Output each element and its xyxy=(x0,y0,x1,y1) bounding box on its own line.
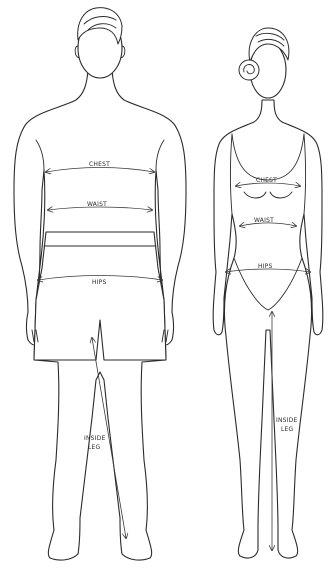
male-chest-label: CHEST xyxy=(89,161,110,168)
male-hips-label: HIPS xyxy=(92,279,107,286)
male-inside-leg-label-2: LEG xyxy=(88,444,101,451)
female-hips-label: HIPS xyxy=(258,263,273,270)
female-waist-label: WAIST xyxy=(254,217,274,224)
male-waist-label: WAIST xyxy=(87,201,107,208)
female-hair-curl xyxy=(239,60,259,80)
male-inside-leg-label-1: INSIDE xyxy=(84,435,105,442)
female-body-outline xyxy=(213,100,323,558)
female-inside-leg-label-2: LEG xyxy=(281,426,294,433)
female-inside-leg-label-1: INSIDE xyxy=(276,417,297,424)
female-figure xyxy=(213,28,323,558)
female-chest-label: CHEST xyxy=(256,177,277,184)
